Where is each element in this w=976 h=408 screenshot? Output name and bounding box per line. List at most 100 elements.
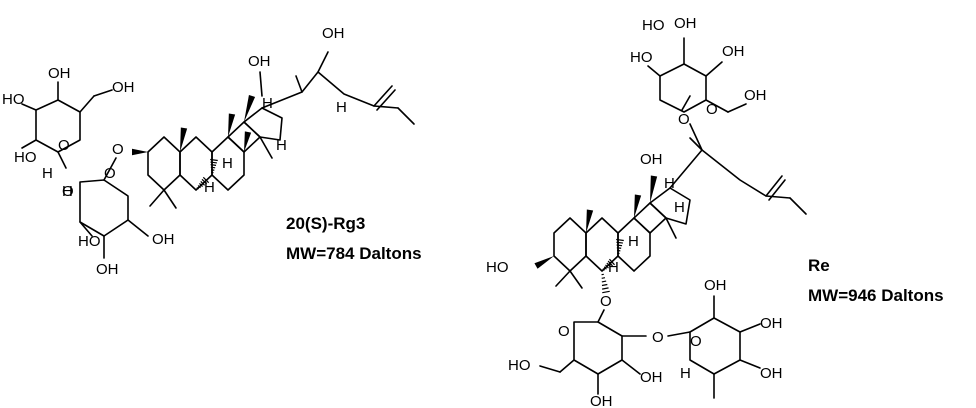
rg3-ring-o: O: [104, 165, 116, 182]
re-gem-methyl: [569, 270, 583, 289]
hash-stroke: [210, 166, 216, 169]
rg3-methyl: [259, 136, 273, 159]
re-oh: OH: [760, 315, 783, 332]
re-ho: HO: [642, 17, 665, 34]
rg3-h: H: [262, 95, 273, 112]
re-side-chain: [669, 149, 791, 199]
re-double-bond: [765, 175, 783, 197]
re-oh: OH: [722, 43, 745, 60]
rg3-oh: OH: [112, 79, 135, 96]
re-ring-c-top: [633, 202, 667, 234]
re-bond: [559, 359, 575, 373]
rg3-h: H: [222, 155, 233, 172]
re-bond: [727, 103, 747, 113]
hash-stroke: [616, 244, 623, 247]
re-h: H: [680, 365, 691, 382]
hash-stroke: [606, 262, 611, 268]
rg3-name-label: 20(S)-Rg3: [286, 214, 366, 233]
rg3-oh: OH: [152, 231, 175, 248]
rg3-double-bond: [376, 89, 396, 111]
re-ring-o: O: [690, 333, 702, 350]
re-bond: [597, 309, 605, 323]
rg3-12-wedge: [244, 95, 256, 122]
re-oh: OH: [760, 365, 783, 382]
re-oh: OH: [704, 277, 727, 294]
re-bond: [621, 359, 641, 375]
re-methyl: [665, 217, 677, 239]
re-c6-hash: [601, 273, 610, 294]
hash-stroke: [199, 183, 203, 187]
rg3-bond: [21, 103, 37, 111]
rg3-o-link: O: [112, 141, 124, 158]
re-bond: [705, 61, 723, 77]
hash-stroke: [616, 238, 624, 242]
re-ring-d: [649, 187, 691, 225]
re-bond: [667, 331, 691, 337]
rg3-bond: [79, 95, 95, 113]
re-bond: [705, 99, 729, 113]
hash-stroke: [602, 287, 609, 290]
hash-stroke: [200, 180, 206, 186]
rg3-h: H: [62, 183, 73, 200]
re-ho: HO: [630, 49, 653, 66]
rg3-hash: [196, 176, 210, 190]
rg3-ho: HO: [78, 233, 101, 250]
re-ho: HO: [508, 357, 531, 374]
rg3-methyl: [295, 75, 303, 93]
rg3-glyco-bond: [57, 151, 67, 169]
rg3-h: H: [42, 165, 53, 182]
rg3-oh: OH: [48, 65, 71, 82]
rg3-bond: [93, 89, 113, 97]
re-h: H: [608, 259, 619, 276]
re-oh: OH: [674, 15, 697, 32]
re-methyl-wedge: [586, 209, 594, 233]
hash-stroke: [607, 260, 613, 267]
re-bond: [681, 95, 691, 111]
re-oh: OH: [744, 87, 767, 104]
rg3-mw-label: MW=784 Daltons: [286, 244, 422, 263]
re-o-link: O: [652, 329, 664, 346]
re-name-label: Re: [808, 256, 830, 275]
re-3-wedge: [534, 256, 554, 269]
rg3-oh: OH: [96, 261, 119, 278]
re-ring-o: O: [706, 101, 718, 118]
rg3-oh-top: OH: [322, 25, 345, 42]
hash-stroke: [602, 290, 610, 294]
rg3-bond: [127, 219, 149, 237]
re-bond: [739, 323, 761, 333]
hash-stroke: [210, 161, 217, 164]
rg3-gem-methyl: [149, 189, 165, 207]
rg3-bond: [21, 139, 37, 149]
hash-stroke: [601, 277, 606, 279]
re-hash: [602, 258, 615, 271]
hash-stroke: [602, 268, 605, 271]
re-ring-a: [553, 217, 587, 272]
rg3-side-chain: [261, 71, 399, 109]
hash-stroke: [616, 241, 623, 244]
rg3-bond: [79, 221, 93, 237]
re-o-link: O: [600, 293, 612, 310]
hash-stroke: [210, 158, 218, 162]
rg3-h: H: [276, 137, 287, 154]
rg3-oh-bond: [317, 51, 329, 73]
rg3-ring-c-top: [227, 121, 261, 153]
re-glc-top: [659, 63, 707, 113]
rg3-oh-bond: [259, 71, 263, 97]
hash-stroke: [197, 185, 201, 189]
re-bond: [647, 65, 661, 77]
hash-stroke: [202, 176, 210, 184]
re-o-link: O: [678, 111, 690, 128]
rg3-o-bond: [103, 157, 117, 181]
rg3-oh-12: OH: [248, 53, 271, 70]
hash-stroke: [616, 247, 622, 249]
re-gem-methyl: [555, 270, 571, 287]
rg3-methyl-wedge: [228, 113, 236, 137]
rg3-o-link: O: [62, 183, 74, 200]
hash-stroke: [601, 283, 608, 287]
rg3-h: H: [204, 179, 215, 196]
re-ring-o: O: [558, 323, 570, 340]
rg3-ring-o: O: [58, 137, 70, 154]
re-oh: OH: [590, 393, 613, 408]
